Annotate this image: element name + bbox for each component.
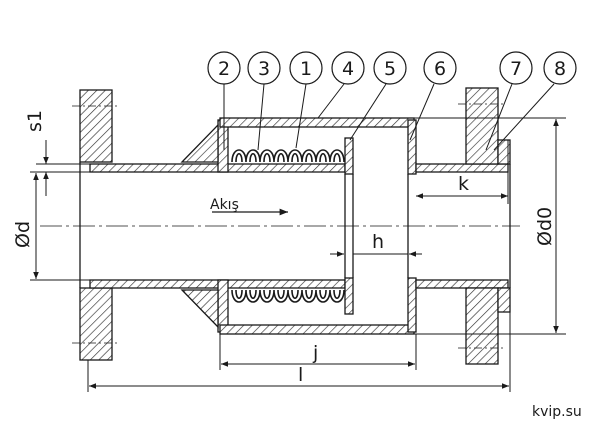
callout-4: 4	[331, 51, 365, 85]
callout-5: 5	[373, 51, 407, 85]
callout-3-label: 3	[258, 58, 270, 80]
spring-bottom	[231, 289, 345, 303]
dimension-d-label: Ød	[12, 221, 34, 248]
dimension-l-label: l	[298, 364, 303, 386]
callout-leaders	[223, 83, 555, 151]
callout-1-label: 1	[300, 58, 312, 80]
left-flange-bolt-centerlines	[72, 105, 120, 344]
dimension-d	[30, 171, 92, 281]
callout-1: 1	[289, 51, 323, 85]
spring-top	[231, 149, 345, 163]
left-flange	[79, 89, 113, 361]
callout-6-label: 6	[434, 58, 446, 80]
left-end-ring	[180, 119, 229, 333]
callout-7-label: 7	[510, 58, 522, 80]
dimension-k-label: k	[458, 173, 469, 195]
flow-indicator: Akış	[210, 197, 288, 216]
dimension-s1-label: s1	[24, 110, 46, 132]
right-flange-bolt-centerlines	[458, 103, 506, 349]
callout-7: 7	[499, 51, 533, 85]
right-flange	[465, 87, 511, 365]
callout-6: 6	[423, 51, 457, 85]
callout-2-label: 2	[218, 58, 230, 80]
callout-5-label: 5	[384, 58, 396, 80]
callout-8: 8	[543, 51, 577, 85]
dimension-d0	[414, 117, 566, 335]
dimension-j-label: j	[312, 342, 318, 364]
dimension-h-label: h	[372, 231, 384, 253]
dimension-j	[219, 334, 417, 370]
callout-2: 2	[207, 51, 241, 85]
watermark: kvip.su	[532, 404, 582, 420]
dimension-l	[87, 312, 511, 392]
flow-label: Akış	[210, 197, 239, 213]
dimension-d0-label: Ød0	[534, 207, 556, 246]
callout-4-label: 4	[342, 58, 354, 80]
dimension-k	[416, 140, 509, 204]
callout-8-label: 8	[554, 58, 566, 80]
callout-3: 3	[247, 51, 281, 85]
